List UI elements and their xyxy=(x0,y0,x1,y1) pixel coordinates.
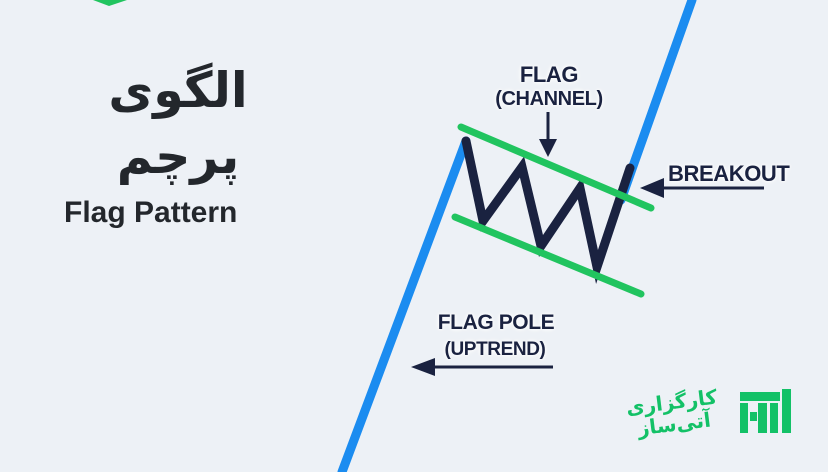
logo-bar-dot xyxy=(750,412,757,421)
price-zigzag xyxy=(461,136,635,285)
flagpole-label: FLAG POLE xyxy=(437,311,555,334)
flag-arrow xyxy=(539,112,557,157)
logo-bar-left xyxy=(740,403,748,433)
channel-lower-line xyxy=(451,213,645,298)
page-title-english: Flag Pattern xyxy=(64,196,238,230)
brand-logo-calligraphy: کارگزاری آتی‌ساز xyxy=(624,386,719,441)
top-green-decoration xyxy=(93,0,127,6)
logo-bar-right xyxy=(782,389,791,433)
flagpole-uptrend-label: (UPTREND) xyxy=(444,339,546,360)
logo-bar-mid2 xyxy=(770,403,778,433)
breakout-label: BREAKOUT xyxy=(668,161,790,186)
flagpole-arrow xyxy=(411,358,553,376)
flagpole-line xyxy=(337,136,471,472)
flag-channel-label: (CHANNEL) xyxy=(495,88,603,110)
channel-upper-line xyxy=(457,123,655,212)
page-title-persian: الگوی پرچم xyxy=(108,64,248,185)
brand-logo: کارگزاری آتی‌ساز xyxy=(600,382,800,442)
logo-bar-top xyxy=(740,392,780,401)
flag-label: FLAG xyxy=(519,62,579,87)
title-block: الگوی پرچم Flag Pattern xyxy=(58,58,298,230)
breakout-arrow xyxy=(640,178,764,198)
brand-logo-icon xyxy=(738,388,792,434)
logo-bar-mid1 xyxy=(758,403,767,433)
